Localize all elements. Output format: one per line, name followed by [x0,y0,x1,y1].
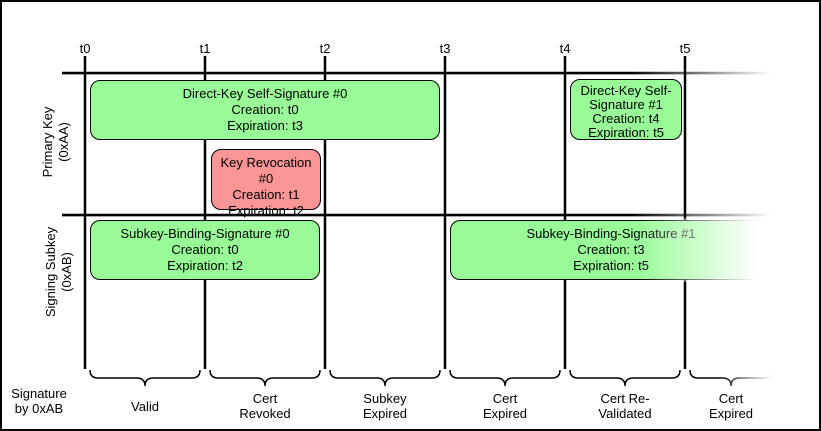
underbrace-valid [89,369,201,387]
segment-label-subkey-expired: Subkey Expired [362,391,408,421]
box-creation: Creation: t0 [171,242,239,257]
direct-key-self-signature-1-box: Direct-Key Self-Signature #1 Creation: t… [570,79,682,140]
box-expiration: Expiration: t3 [227,118,303,133]
box-title: Direct-Key Self-Signature #0 [182,86,348,101]
segment-label-cert-revoked: Cert Revoked [239,391,291,421]
row-label-signing-subkey: Signing Subkey (0xAB) [43,226,74,318]
tick-label-t4: t4 [559,41,571,56]
box-title: Direct-Key Self-Signature #1 [580,83,672,112]
subkey-binding-signature-1-box: Subkey-Binding-Signature #1 Creation: t3… [450,218,774,282]
box-creation: Creation: t1 [232,187,300,202]
tick-label-t1: t1 [199,41,211,56]
box-creation: Creation: t3 [577,242,645,257]
subkey-binding-signature-0-box: Subkey-Binding-Signature #0 Creation: t0… [90,220,320,280]
segment-label-cert-revalidated: Cert Re- Validated [598,391,652,421]
underbrace-cert-expired-2 [689,369,773,387]
timeline-axis-subkey [62,213,772,217]
direct-key-self-signature-0-box: Direct-Key Self-Signature #0 Creation: t… [90,80,440,140]
segment-label-valid: Valid [131,398,159,414]
segment-label-cert-expired-1: Cert Expired [482,391,528,421]
box-expiration: Expiration: t2 [228,203,304,218]
box-title: Key Revocation #0 [220,155,312,186]
box-expiration: Expiration: t2 [167,258,243,273]
key-revocation-0-box: Key Revocation #0 Creation: t1 Expiratio… [211,149,321,218]
underbrace-cert-revoked [209,369,321,387]
tick-label-t0: t0 [79,41,91,56]
underbrace-subkey-expired [329,369,441,387]
signature-by-0xab-label: Signature by 0xAB [11,386,67,416]
timeline-axis-primary [62,71,772,75]
underbrace-cert-revalidated [569,369,681,387]
box-title: Subkey-Binding-Signature #0 [120,226,290,241]
box-creation: Creation: t4 [592,111,660,126]
box-expiration: Expiration: t5 [573,258,649,273]
segment-label-cert-expired-2: Cert Expired [708,391,754,421]
tick-label-t2: t2 [319,41,331,56]
tick-label-t3: t3 [439,41,451,56]
fade-overlay [636,218,774,282]
tick-label-t5: t5 [679,41,691,56]
row-label-primary-key: Primary Key (0xAA) [40,106,71,178]
box-creation: Creation: t0 [231,102,299,117]
underbrace-cert-expired-1 [449,369,561,387]
box-expiration: Expiration: t5 [588,125,664,140]
